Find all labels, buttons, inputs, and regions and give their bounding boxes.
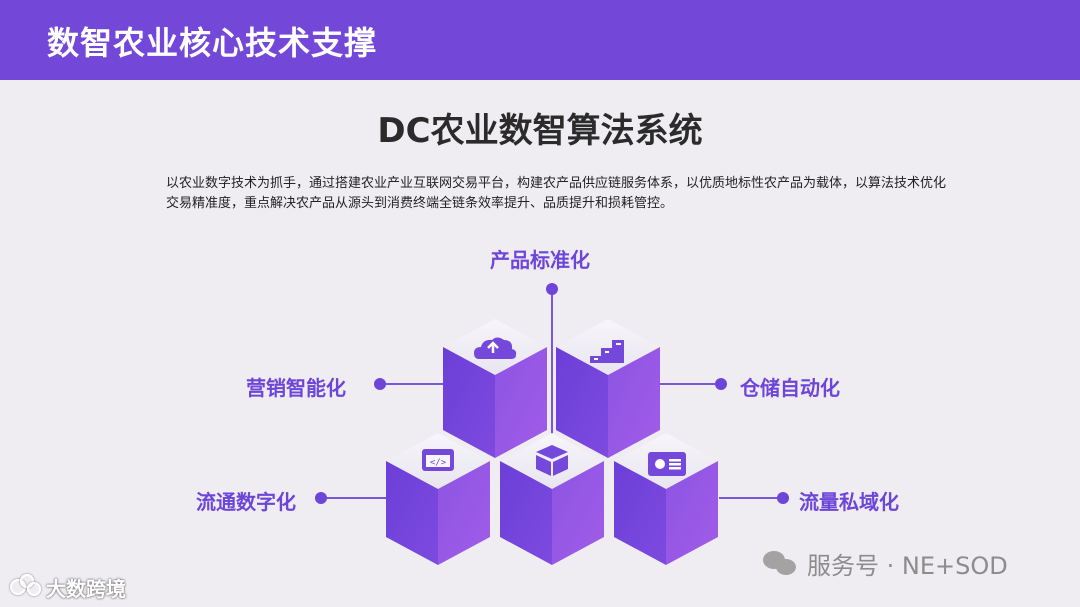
brand-logo-icon xyxy=(10,573,41,602)
cube-bottom-left: </> xyxy=(386,433,490,565)
header-bar: 数智农业核心技术支撑 xyxy=(0,0,1080,80)
feature-label-product-standardization: 产品标准化 xyxy=(490,248,590,272)
cube-center xyxy=(500,433,604,565)
code-window-icon: </> xyxy=(422,449,454,471)
wechat-watermark: 服务号 · NE+SOD xyxy=(763,546,1008,581)
description-text: 以农业数字技术为抓手，通过搭建农业产业互联网交易平台，构建农产品供应链服务体系，… xyxy=(166,176,947,211)
brand-watermark: 大数跨境 xyxy=(10,573,126,602)
box-icon xyxy=(536,445,568,476)
watermark-text: 服务号 · NE+SOD xyxy=(807,552,1008,580)
wechat-icon xyxy=(763,549,799,579)
feature-label-warehouse-automation: 仓储自动化 xyxy=(740,376,840,400)
stairs-chart-icon xyxy=(590,340,624,363)
feature-label-marketing-intelligence: 营销智能化 xyxy=(246,376,346,400)
svg-text:</>: </> xyxy=(430,458,447,468)
cloud-upload-icon xyxy=(474,337,517,359)
feature-label-circulation-digitization: 流通数字化 xyxy=(196,490,296,514)
presentation-icon xyxy=(648,452,686,476)
connector-right-bottom xyxy=(719,492,789,504)
feature-label-traffic-privatization: 流量私域化 xyxy=(799,490,899,514)
connector-left-mid xyxy=(374,378,445,390)
cube-top-right xyxy=(556,319,660,458)
page-title: DC农业数智算法系统 xyxy=(377,111,703,151)
connector-top xyxy=(546,283,558,455)
connector-left-bottom xyxy=(315,492,387,504)
connector-right-mid xyxy=(660,378,727,390)
brand-text: 大数跨境 xyxy=(46,577,126,601)
cube-top-left xyxy=(443,319,547,458)
header-title: 数智农业核心技术支撑 xyxy=(47,24,378,62)
cube-bottom-right xyxy=(614,433,718,565)
